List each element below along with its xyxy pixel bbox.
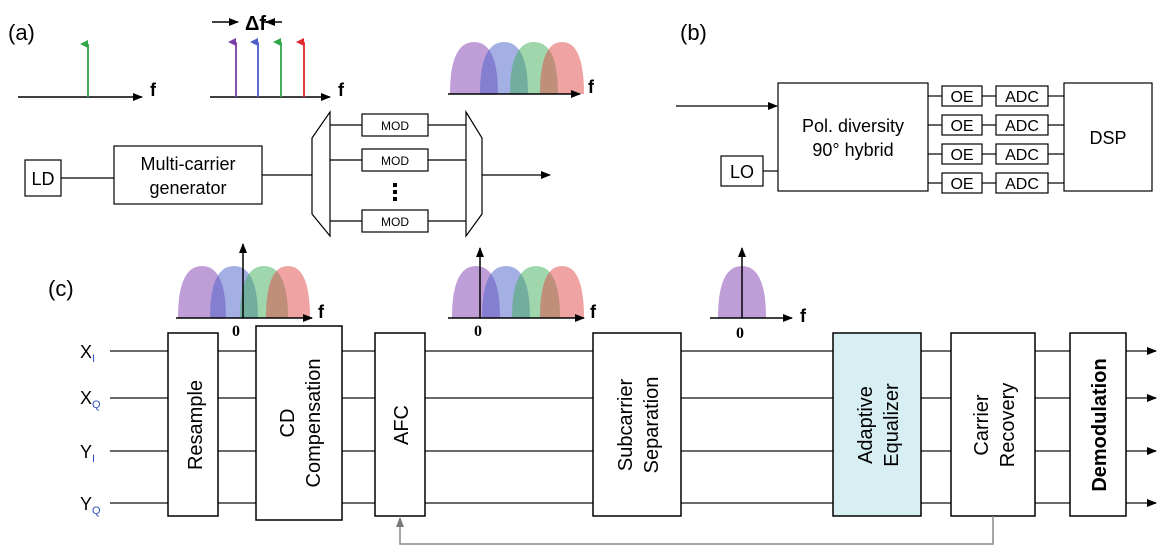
carrier-recovery-label-line2: Recovery	[997, 383, 1019, 467]
input-label-xq: XQ	[80, 388, 101, 411]
ellipsis-dots	[393, 183, 397, 201]
feedback-path	[396, 516, 994, 545]
axis-zero-label: 0	[736, 325, 744, 342]
hybrid-label-line1: Pol. diversity	[802, 116, 904, 136]
multiplexer	[465, 109, 483, 238]
spectrum-after-afc: f 0	[448, 247, 597, 340]
dsp-box	[1063, 82, 1153, 192]
mod-box-3	[361, 209, 429, 233]
axis-f-label: f	[338, 80, 345, 100]
oe-adc-rows: OE ADC OE ADC OE ADC OE ADC	[928, 85, 1064, 194]
single-carrier-spectrum: f	[18, 40, 157, 101]
resample-block	[167, 332, 219, 517]
carrier-recovery-label-line1: Carrier	[971, 394, 993, 455]
panel-c-label: (c)	[48, 276, 74, 301]
multi-carrier-comb: Δf f	[210, 13, 345, 101]
input-label-yi: YI	[80, 442, 95, 465]
panel-a-label: (a)	[8, 20, 35, 45]
cd-label-line1: CD	[277, 409, 299, 438]
axis-f-label: f	[800, 306, 807, 326]
dsp-label: DSP	[1089, 128, 1126, 148]
mod-box-2	[361, 148, 429, 172]
subcarrier-label-line2: Separation	[641, 377, 663, 474]
mod-label-1: MOD	[381, 119, 409, 133]
oe-label-1: OE	[950, 89, 973, 106]
equalizer-label-line2: Equalizer	[881, 383, 903, 467]
subcarrier-separation-block	[592, 332, 682, 517]
afc-label: AFC	[391, 405, 413, 445]
input-labels: XI XQ YI YQ	[80, 342, 101, 517]
input-label-yq: YQ	[80, 494, 101, 517]
resample-label: Resample	[185, 380, 207, 470]
axis-f-label: f	[318, 302, 325, 322]
oe-label-3: OE	[950, 147, 973, 164]
generator-label-line2: generator	[149, 178, 226, 198]
spectrum-before-afc: f 0	[176, 243, 325, 340]
axis-f-label: f	[588, 77, 595, 97]
spectrum-single-subcarrier: f 0	[710, 247, 807, 342]
adc-label-3: ADC	[1005, 147, 1039, 164]
mod-label-3: MOD	[381, 215, 409, 229]
axis-f-label: f	[590, 302, 597, 322]
afc-block	[374, 332, 426, 517]
lo-label: LO	[730, 162, 754, 182]
adc-label-2: ADC	[1005, 118, 1039, 135]
cd-label-line2: Compensation	[303, 359, 325, 488]
axis-f-label: f	[150, 80, 157, 100]
ld-label: LD	[31, 169, 54, 189]
oe-label-4: OE	[950, 176, 973, 193]
panel-b-label: (b)	[680, 20, 707, 45]
modulated-spectrum-a: f	[448, 42, 595, 98]
equalizer-label-line1: Adaptive	[855, 386, 877, 464]
axis-zero-label: 0	[474, 323, 482, 340]
oe-label-2: OE	[950, 118, 973, 135]
ld-box	[24, 159, 62, 197]
hybrid-box	[777, 82, 929, 192]
generator-label-line1: Multi-carrier	[140, 154, 235, 174]
input-label-xi: XI	[80, 342, 95, 365]
adc-label-1: ADC	[1005, 89, 1039, 106]
adaptive-equalizer-block	[832, 332, 922, 517]
delta-f-label: Δf	[245, 13, 266, 35]
subcarrier-label-line1: Subcarrier	[615, 379, 637, 472]
mod-label-2: MOD	[381, 154, 409, 168]
axis-zero-label: 0	[232, 323, 240, 340]
demultiplexer	[311, 110, 331, 238]
carrier-recovery-block	[950, 332, 1036, 517]
mod-box-1	[361, 113, 429, 137]
hybrid-label-line2: 90° hybrid	[812, 140, 893, 160]
cd-compensation-block	[255, 325, 343, 521]
demodulation-block	[1069, 332, 1127, 517]
adc-label-4: ADC	[1005, 176, 1039, 193]
multi-carrier-generator-box	[113, 145, 263, 205]
demodulation-label: Demodulation	[1089, 358, 1111, 491]
lo-box	[720, 155, 764, 187]
